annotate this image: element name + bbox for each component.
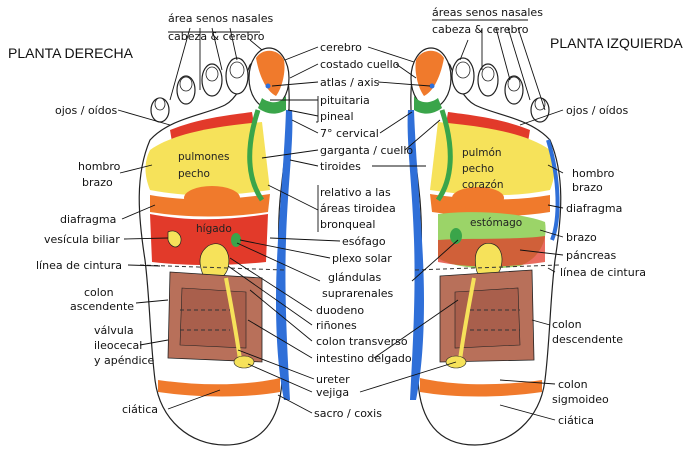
right-brain-zone bbox=[256, 50, 285, 96]
label-sacro: sacro / coxis bbox=[314, 407, 382, 420]
label-l-sigmo-1: colon bbox=[558, 378, 588, 391]
right-ureter bbox=[224, 277, 242, 361]
right-toe3-tip bbox=[205, 66, 219, 82]
label-costado-cuello: costado cuello bbox=[320, 58, 400, 71]
left-sciatic-zone bbox=[420, 378, 542, 397]
right-foot bbox=[138, 47, 293, 446]
left-lungs-zone bbox=[430, 122, 555, 196]
right-pituitary-dot bbox=[265, 83, 271, 89]
label-pituitaria: pituitaria bbox=[320, 94, 370, 107]
right-waist-line bbox=[139, 264, 286, 271]
label-l-colon-2: descendente bbox=[552, 333, 623, 346]
label-l-pancreas: páncreas bbox=[566, 249, 617, 262]
label-higado: hígado bbox=[196, 223, 232, 235]
label-relativo-3: bronqueal bbox=[320, 218, 375, 231]
left-neck-zone bbox=[414, 96, 442, 114]
label-tiroides: tiroides bbox=[320, 160, 361, 173]
label-r-ojos: ojos / oídos bbox=[55, 104, 117, 117]
label-glandulas: glándulas bbox=[328, 271, 382, 284]
label-pulmones-1: pulmones bbox=[178, 151, 229, 163]
right-adrenal bbox=[231, 233, 241, 247]
left-toe4-tip bbox=[507, 76, 521, 92]
label-ureter: ureter bbox=[316, 373, 350, 386]
label-r-colon-1: colon bbox=[84, 286, 114, 299]
label-pulmon-3: corazón bbox=[462, 179, 504, 191]
label-l-brazo: brazo bbox=[566, 231, 597, 244]
right-toe5-tip bbox=[154, 97, 166, 111]
label-rinones: riñones bbox=[316, 319, 357, 332]
right-toe2-tip bbox=[229, 61, 245, 79]
label-r-valvula-2: ileocecal bbox=[94, 339, 142, 352]
label-top-left-2: cabeza & cerebro bbox=[168, 30, 265, 43]
label-intestino: intestino delgado bbox=[316, 352, 412, 365]
label-r-diafragma: diafragma bbox=[60, 213, 116, 226]
title-right: PLANTA DERECHA bbox=[8, 45, 134, 61]
label-esofago: esófago bbox=[342, 235, 386, 248]
label-l-brazo-top: brazo bbox=[572, 181, 603, 194]
left-spine-zone bbox=[407, 110, 424, 400]
right-liver-zone bbox=[150, 214, 268, 265]
left-waist-line bbox=[414, 264, 561, 271]
label-plexo: plexo solar bbox=[332, 252, 392, 265]
label-l-ojos: ojos / oídos bbox=[566, 104, 628, 117]
label-l-cintura: línea de cintura bbox=[560, 266, 646, 279]
right-gallbladder bbox=[167, 230, 182, 248]
label-suprarrenales: suprarenales bbox=[322, 287, 394, 300]
label-l-hombro: hombro bbox=[572, 167, 615, 180]
label-r-valvula-1: válvula bbox=[94, 324, 134, 337]
left-adrenal bbox=[450, 228, 462, 244]
label-cervical: 7° cervical bbox=[320, 127, 379, 140]
label-relativo-1: relativo a las bbox=[320, 186, 391, 199]
right-bladder bbox=[233, 355, 255, 369]
label-relativo-2: áreas tiroidea bbox=[320, 202, 396, 215]
left-toe2-tip bbox=[455, 61, 471, 79]
label-r-hombro: hombro bbox=[78, 160, 121, 173]
label-garganta: garganta / cuello bbox=[320, 144, 413, 157]
label-vejiga: vejiga bbox=[316, 386, 349, 399]
left-foot bbox=[407, 47, 562, 446]
right-sciatic-zone bbox=[158, 378, 280, 397]
label-colon-transverso: colon transverso bbox=[316, 335, 408, 348]
label-pineal: pineal bbox=[320, 110, 354, 123]
left-orange-oval bbox=[452, 187, 504, 209]
left-toe3-tip bbox=[481, 66, 495, 82]
label-l-colon-1: colon bbox=[552, 318, 582, 331]
label-cerebro: cerebro bbox=[320, 41, 362, 54]
label-pulmon-2: pecho bbox=[462, 163, 494, 175]
label-estomago: estómago bbox=[470, 217, 522, 229]
right-thyroid-zone bbox=[247, 109, 265, 202]
label-r-brazo: brazo bbox=[82, 176, 113, 189]
label-pulmon-1: pulmón bbox=[462, 147, 502, 159]
label-l-ciatica: ciática bbox=[558, 414, 594, 427]
labels: PLANTA DERECHA PLANTA IZQUIERDA área sen… bbox=[8, 6, 683, 427]
left-pituitary-dot bbox=[429, 83, 435, 89]
label-top-right-2: cabeza & cerebro bbox=[432, 23, 529, 36]
label-atlas: atlas / axis bbox=[320, 76, 380, 89]
left-thyroid-zone bbox=[435, 109, 453, 202]
label-top-right-1: áreas senos nasales bbox=[432, 6, 543, 19]
right-spine-zone bbox=[276, 110, 293, 400]
right-orange-oval bbox=[184, 186, 240, 210]
left-ureter bbox=[458, 277, 476, 361]
left-brain-zone bbox=[415, 50, 444, 96]
right-toe4-tip bbox=[179, 76, 193, 92]
label-r-colon-2: ascendente bbox=[70, 300, 134, 313]
label-top-left-1: área senos nasales bbox=[168, 12, 273, 25]
label-pulmones-2: pecho bbox=[178, 168, 210, 180]
label-r-vesicula: vesícula biliar bbox=[44, 233, 120, 246]
label-r-cintura: línea de cintura bbox=[36, 259, 122, 272]
right-neck-zone bbox=[258, 96, 286, 114]
label-r-valvula-3: y apéndice bbox=[94, 354, 155, 367]
right-lungs-zone bbox=[145, 122, 270, 196]
title-left: PLANTA IZQUIERDA bbox=[550, 35, 683, 51]
left-toe5-tip bbox=[534, 97, 546, 111]
label-l-diafragma: diafragma bbox=[566, 202, 622, 215]
label-r-ciatica: ciática bbox=[122, 403, 158, 416]
leader-lines bbox=[117, 19, 564, 421]
left-blue-edge bbox=[546, 139, 560, 241]
label-l-sigmo-2: sigmoideo bbox=[552, 393, 609, 406]
label-duodeno: duodeno bbox=[316, 304, 364, 317]
